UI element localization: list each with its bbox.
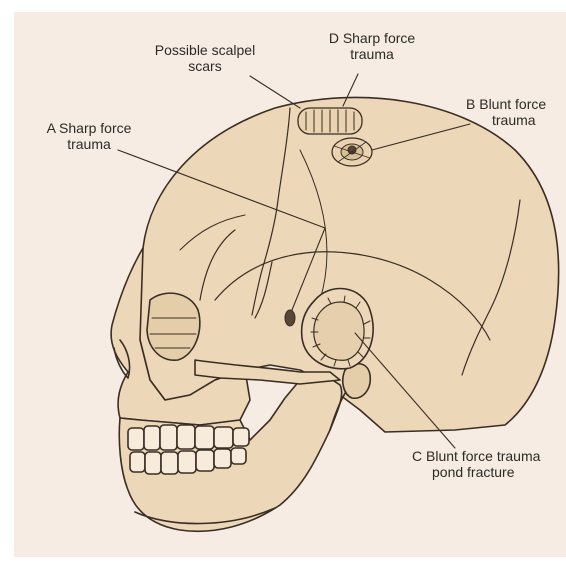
label-c-blunt-force-trauma-pond-fracture: C Blunt force trauma pond fracture [412, 448, 566, 480]
label-possible-scalpel-scars: Possible scalpel scars [140, 42, 270, 74]
label-b-blunt-force-trauma: B Blunt force trauma [466, 96, 566, 128]
label-d-sharp-force-trauma: D Sharp force trauma [318, 30, 426, 62]
wound-a [285, 310, 295, 326]
eye-orbit [147, 293, 200, 360]
pond-fracture-inner [314, 302, 364, 360]
label-a-sharp-force-trauma: A Sharp force trauma [34, 120, 144, 152]
upper-teeth [128, 425, 249, 450]
leader-scalpel [250, 76, 300, 108]
